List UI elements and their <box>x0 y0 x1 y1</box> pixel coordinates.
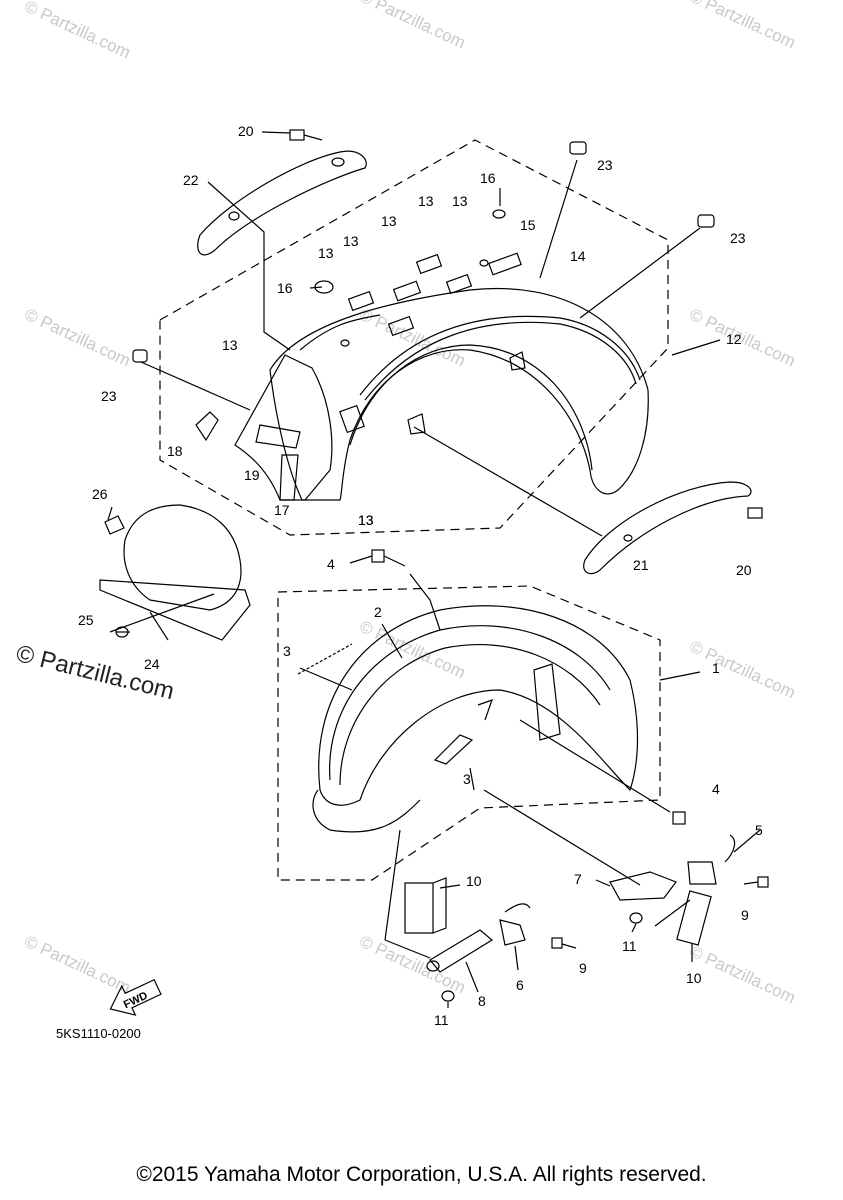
callout: 16 <box>277 280 293 296</box>
bracket-8 <box>429 929 494 973</box>
front-fender <box>123 504 242 611</box>
callout: 25 <box>78 612 94 628</box>
fender-label-17 <box>279 454 299 501</box>
callout: 11 <box>622 938 637 954</box>
callout: 23 <box>597 157 613 173</box>
callout: 4 <box>712 781 720 797</box>
grommet-23 <box>132 349 148 363</box>
callout: 11 <box>434 1012 449 1028</box>
callout: 21 <box>633 557 649 573</box>
callout: 20 <box>238 123 254 139</box>
nut-11 <box>629 912 643 924</box>
fender-rail-21 <box>583 481 752 575</box>
front-fender-bracket <box>99 579 251 641</box>
fender-inner-panel <box>234 354 333 501</box>
rear-fender <box>269 287 649 501</box>
callout: 1 <box>712 660 720 676</box>
lower-group-outline <box>277 585 661 881</box>
callout: 19 <box>244 467 260 483</box>
callout: 2 <box>374 604 382 620</box>
nut-11 <box>441 990 455 1002</box>
callout: 13 <box>358 512 374 528</box>
bolt-4 <box>672 811 686 825</box>
fender-rail-22 <box>197 150 367 256</box>
callout: 7 <box>574 871 582 887</box>
callout: 22 <box>183 172 199 188</box>
callout: 5 <box>755 822 763 838</box>
fwd-arrow <box>109 978 162 1016</box>
callout: 17 <box>274 502 290 518</box>
part-18 <box>195 411 219 442</box>
bolt-4 <box>371 549 385 563</box>
license-light-10 <box>676 890 712 946</box>
callout: 3 <box>283 643 291 659</box>
grommet-16 <box>492 209 506 219</box>
callout: 9 <box>579 960 587 976</box>
callout: 15 <box>520 217 536 233</box>
screw-9 <box>757 876 769 888</box>
callout: 18 <box>167 443 183 459</box>
fender-label-19 <box>255 424 301 449</box>
callout: 13 <box>343 233 359 249</box>
part-code: 5KS1110-0200 <box>56 1026 141 1041</box>
bracket-5 <box>687 861 717 885</box>
bolt-20 <box>289 129 305 141</box>
callout: 14 <box>570 248 586 264</box>
callout: 20 <box>736 562 752 578</box>
bolt-20 <box>747 507 763 519</box>
bracket-7 <box>609 871 677 901</box>
callout: 26 <box>92 486 108 502</box>
grommet-23 <box>697 214 715 228</box>
callout: 16 <box>480 170 496 186</box>
upper-group-outline <box>159 139 669 536</box>
license-light-10 <box>404 882 434 934</box>
callout: 8 <box>478 993 486 1009</box>
callout: 10 <box>686 970 702 986</box>
callout: 23 <box>730 230 746 246</box>
callout: 13 <box>418 193 434 209</box>
bracket-6 <box>499 919 526 946</box>
callout: 23 <box>101 388 117 404</box>
callout: 12 <box>726 331 742 347</box>
callout: 13 <box>222 337 238 353</box>
callout: 9 <box>741 907 749 923</box>
callout: 13 <box>358 512 374 528</box>
clip-26 <box>104 515 125 535</box>
copyright-notice: ©2015 Yamaha Motor Corporation, U.S.A. A… <box>136 1163 707 1186</box>
decals <box>339 252 522 434</box>
callout: 4 <box>327 556 335 572</box>
fender-bracket <box>509 351 526 371</box>
callout: 13 <box>318 245 334 261</box>
grommet-23 <box>569 141 587 155</box>
callout: 10 <box>466 873 482 889</box>
callout: 3 <box>463 771 471 787</box>
callout: 6 <box>516 977 524 993</box>
callout: 13 <box>381 213 397 229</box>
callout: 24 <box>144 656 160 672</box>
screw-9 <box>551 937 563 949</box>
front-fender-assembly <box>312 605 639 833</box>
callout: 13 <box>452 193 468 209</box>
